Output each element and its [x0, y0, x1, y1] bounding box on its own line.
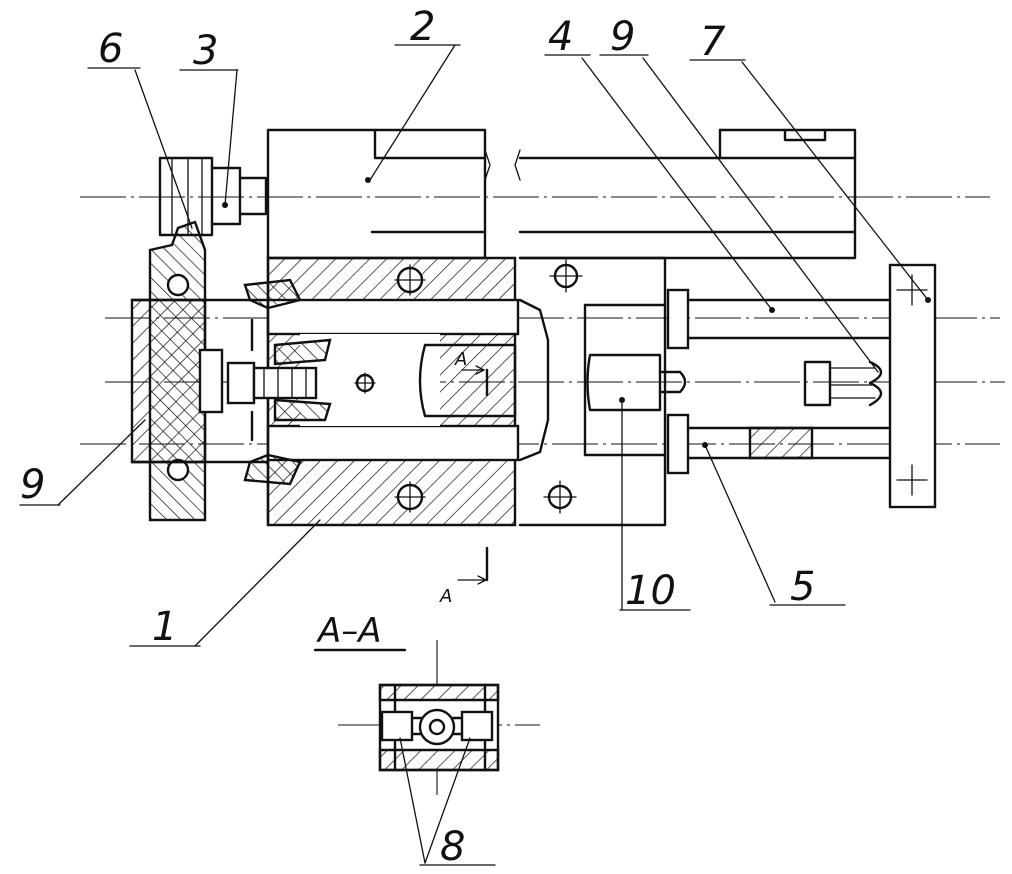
callout-2: 2 — [410, 4, 435, 50]
callout-labels: 1 2 3 4 5 6 7 8 9 9 10 — [20, 4, 815, 870]
section-marker-top: A — [454, 349, 489, 397]
callout-8: 8 — [440, 824, 465, 870]
axis-lines — [80, 196, 1005, 795]
part-10-pin — [658, 370, 687, 394]
part-5-lower-rod — [666, 413, 892, 475]
callout-6: 6 — [98, 26, 123, 72]
inner-piston-assembly — [226, 278, 332, 486]
part-9-right-nuts — [803, 360, 883, 407]
section-a-a: A–A — [313, 611, 500, 772]
section-marker-bottom-label: A — [439, 586, 452, 607]
part-9-left-block — [130, 298, 270, 464]
callout-9-top: 9 — [610, 14, 635, 60]
callout-9-left: 9 — [20, 462, 45, 508]
callout-7: 7 — [700, 19, 726, 65]
connector-plate — [518, 256, 667, 527]
leader-lines — [19, 44, 929, 866]
section-title: A–A — [316, 611, 382, 651]
section-marker-top-label: A — [454, 349, 467, 370]
part-2-upper-housing — [266, 128, 857, 260]
callout-10: 10 — [625, 568, 676, 614]
part-7-end-plate — [888, 263, 937, 509]
callout-4: 4 — [548, 14, 573, 60]
section-marker-bottom: A — [439, 546, 489, 607]
callout-5: 5 — [790, 564, 815, 610]
callout-1: 1 — [152, 604, 177, 650]
part-4-upper-rod — [666, 288, 892, 350]
callout-3: 3 — [193, 28, 218, 74]
